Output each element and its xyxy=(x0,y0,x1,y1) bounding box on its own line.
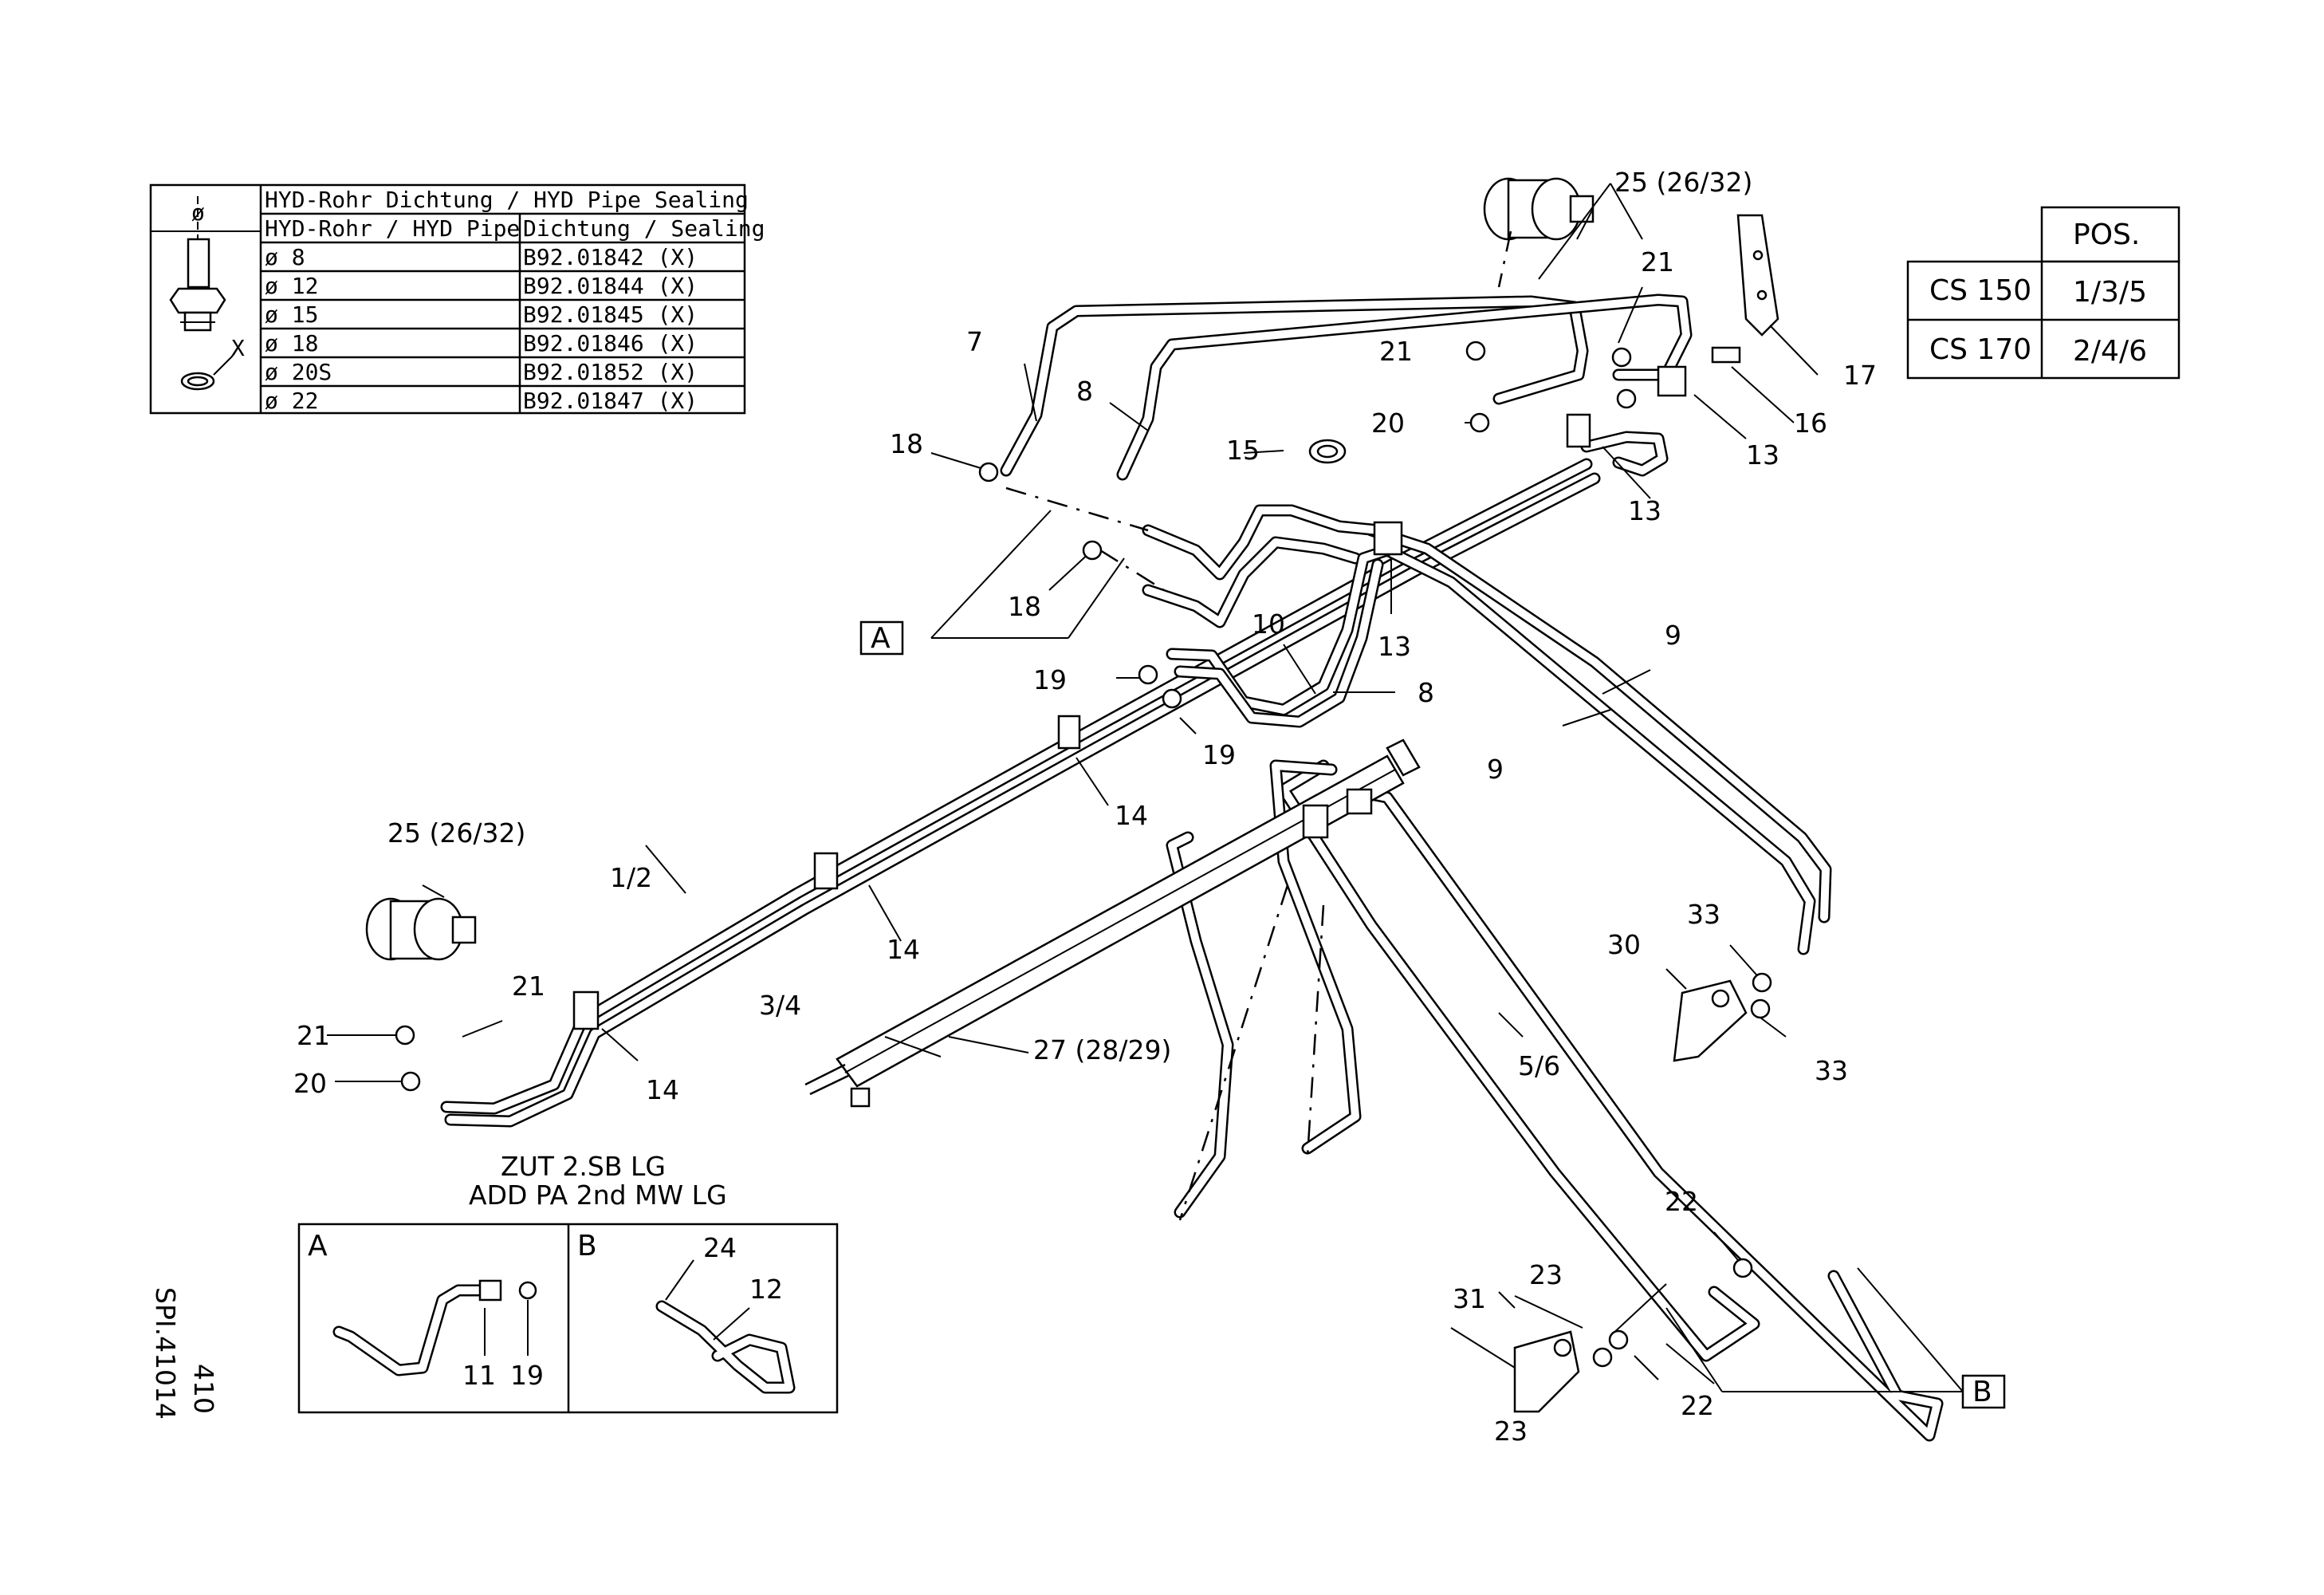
callout-14: 14 xyxy=(1115,800,1148,831)
seal-row-pipe: ø 18 xyxy=(265,330,318,356)
callout-30: 30 xyxy=(1607,929,1641,960)
pipe-assembly xyxy=(440,293,1944,1442)
callout-23: 23 xyxy=(1529,1259,1563,1290)
note-line-1: ZUT 2.SB LG xyxy=(501,1151,666,1182)
pipe-fitting-icon xyxy=(169,196,234,391)
hydraulic-motor-top xyxy=(1483,177,1595,241)
seal-row-code: B92.01842 (X) xyxy=(523,244,698,270)
detail-a-label: A xyxy=(308,1230,328,1262)
callout-21: 21 xyxy=(1379,336,1413,367)
seal-row-pipe: ø 15 xyxy=(265,301,318,328)
detail-callout-11: 11 xyxy=(462,1360,496,1391)
callout-18: 18 xyxy=(1008,591,1041,622)
drawing-number: SPI.41014 xyxy=(150,1287,181,1420)
callout-1-2: 1/2 xyxy=(610,862,652,893)
callout-13: 13 xyxy=(1628,495,1661,526)
callout-17: 17 xyxy=(1843,360,1877,391)
callout-27: 27 (28/29) xyxy=(1033,1034,1171,1065)
seal-row-pipe: ø 22 xyxy=(265,388,318,414)
hose-clip-15 xyxy=(1308,439,1347,464)
callout-8: 8 xyxy=(1076,376,1093,407)
callout-18: 18 xyxy=(890,428,923,459)
hydraulic-cylinder xyxy=(804,738,1421,1108)
callout-20: 20 xyxy=(1371,408,1405,439)
callout-13: 13 xyxy=(1746,439,1779,471)
ref-box-a xyxy=(859,620,904,656)
ref-box-b xyxy=(1961,1374,2006,1409)
ref-label-a: A xyxy=(871,622,891,655)
seal-row-code: B92.01845 (X) xyxy=(523,301,698,328)
callout-21: 21 xyxy=(297,1020,330,1051)
pipe-sealing-table: ø HYD-Rohr Dichtung / HYD Pipe Sealing H… xyxy=(149,183,765,415)
pos-value: 1/3/5 xyxy=(2073,276,2147,309)
callout-21: 21 xyxy=(512,971,545,1002)
callout-5-6: 5/6 xyxy=(1518,1050,1560,1081)
callout-31: 31 xyxy=(1453,1283,1486,1314)
detail-callout-12: 12 xyxy=(749,1274,783,1305)
seal-table-title: HYD-Rohr Dichtung / HYD Pipe Sealing xyxy=(265,187,749,213)
callout-labels: 25 (26/32) 21 21 20 17 16 13 13 13 7 8 8… xyxy=(293,167,1877,1447)
leader-lines xyxy=(327,183,1964,1392)
detail-views: A B 11 19 24 12 xyxy=(297,1223,839,1414)
pos-model: CS 150 xyxy=(1929,274,2031,307)
pipe-clamps xyxy=(572,365,1687,1030)
callout-8: 8 xyxy=(1418,677,1434,708)
seal-row-code: B92.01847 (X) xyxy=(523,388,698,414)
detail-callout-19: 19 xyxy=(510,1360,544,1391)
callout-25-left: 25 (26/32) xyxy=(387,817,525,849)
valve-block-30 xyxy=(1673,979,1748,1062)
centre-lines xyxy=(1005,230,1512,1221)
callout-22: 22 xyxy=(1681,1390,1714,1421)
pos-model: CS 170 xyxy=(1929,333,2031,366)
callout-21: 21 xyxy=(1641,246,1674,278)
ref-label-b: B xyxy=(1972,1376,1992,1408)
seal-row-pipe: ø 20S xyxy=(265,359,332,385)
detail-callout-24: 24 xyxy=(703,1232,737,1263)
pos-value: 2/4/6 xyxy=(2073,335,2147,368)
seal-row-code: B92.01852 (X) xyxy=(523,359,698,385)
callout-13: 13 xyxy=(1378,631,1411,662)
fittings xyxy=(395,341,1772,1368)
callout-10: 10 xyxy=(1252,608,1285,640)
seal-col-seal-header: Dichtung / Sealing xyxy=(523,215,765,242)
callout-23: 23 xyxy=(1494,1416,1528,1447)
callout-16: 16 xyxy=(1794,408,1827,439)
seal-row-pipe: ø 8 xyxy=(265,244,305,270)
callout-9: 9 xyxy=(1665,620,1681,651)
callout-14: 14 xyxy=(646,1074,679,1105)
position-table: POS. CS 150 1/3/5 CS 170 2/4/6 xyxy=(1906,206,2180,380)
callout-33: 33 xyxy=(1815,1055,1848,1086)
pos-header: POS. xyxy=(2073,219,2140,251)
hydraulic-motor-left xyxy=(365,897,477,961)
callout-14: 14 xyxy=(887,934,920,965)
callout-7: 7 xyxy=(966,326,983,357)
valve-block-31 xyxy=(1513,1330,1580,1413)
callout-25-top: 25 (26/32) xyxy=(1614,167,1752,198)
callout-19: 19 xyxy=(1202,739,1236,770)
callout-19: 19 xyxy=(1033,664,1067,695)
seal-x-marker: X xyxy=(231,335,245,361)
callout-9: 9 xyxy=(1487,754,1504,785)
detail-b-label: B xyxy=(577,1230,597,1262)
seal-col-pipe-header: HYD-Rohr / HYD Pipe xyxy=(265,215,520,242)
callout-20: 20 xyxy=(293,1068,327,1099)
page-number: 410 xyxy=(188,1364,219,1414)
callout-22: 22 xyxy=(1665,1186,1698,1217)
seal-row-pipe: ø 12 xyxy=(265,273,318,299)
callout-15: 15 xyxy=(1226,435,1260,466)
callout-3-4: 3/4 xyxy=(759,990,801,1021)
mounting-bracket-17 xyxy=(1711,214,1779,364)
callout-33: 33 xyxy=(1687,899,1720,930)
seal-row-code: B92.01844 (X) xyxy=(523,273,698,299)
seal-row-code: B92.01846 (X) xyxy=(523,330,698,356)
note-line-2: ADD PA 2nd MW LG xyxy=(469,1180,727,1211)
